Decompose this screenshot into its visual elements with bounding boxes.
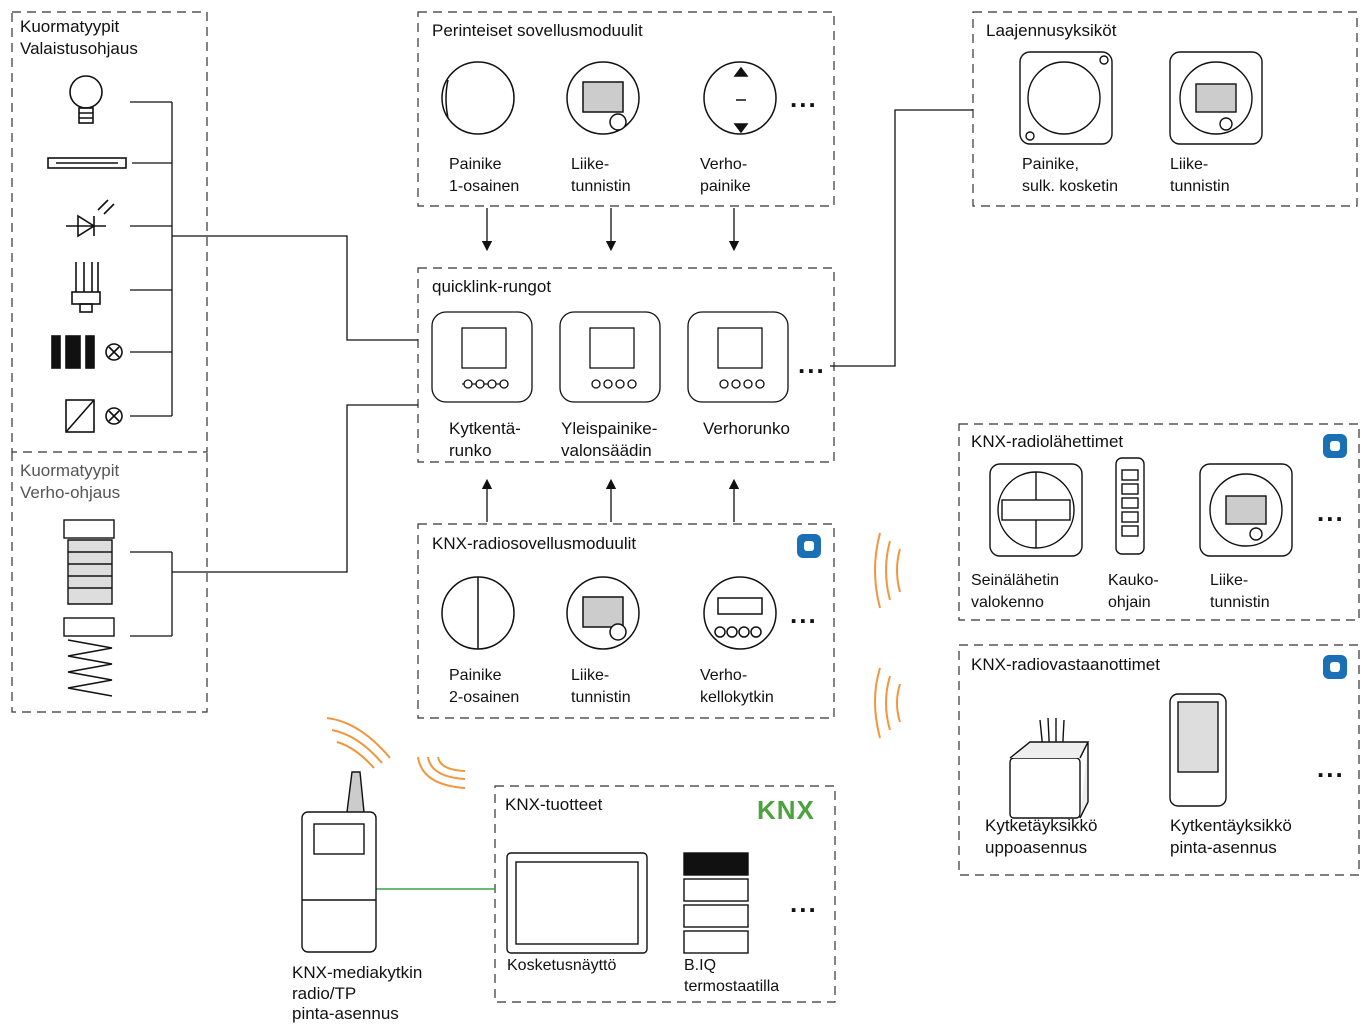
halogen-tube-icon bbox=[48, 158, 126, 168]
venetian-blind-icon bbox=[64, 520, 114, 604]
traditional-item-3b: painike bbox=[700, 176, 751, 198]
radio-motion-sensor-icon bbox=[567, 577, 639, 649]
electronic-transformer-icon bbox=[66, 400, 122, 432]
media-coupler-icon bbox=[302, 772, 376, 952]
transmitters-more: ... bbox=[1317, 502, 1345, 522]
flush-actuator-icon bbox=[1010, 718, 1088, 818]
biq-thermostat-icon bbox=[684, 853, 748, 953]
media-coupler-line1: KNX-mediakytkin bbox=[292, 962, 422, 984]
switch-insert-icon bbox=[432, 312, 532, 402]
knx-products-item-2: B.IQ bbox=[684, 955, 716, 977]
bulb-icon bbox=[70, 76, 102, 123]
quicklink-title: quicklink-rungot bbox=[432, 276, 551, 298]
quicklink-logo-transmitters bbox=[1323, 434, 1347, 458]
blinds-bus bbox=[130, 405, 418, 636]
knx-products-item-1: Kosketusnäyttö bbox=[507, 955, 616, 977]
quicklink-item-1b: runko bbox=[449, 440, 492, 462]
touch-display-icon bbox=[507, 853, 647, 953]
push-button-2gang-icon bbox=[442, 577, 514, 649]
led-icon bbox=[66, 200, 114, 236]
traditional-item-2: Liike- bbox=[571, 154, 609, 176]
quicklink-item-2b: valonsäädin bbox=[561, 440, 652, 462]
radio-modules-title: KNX-radiosovellusmoduulit bbox=[432, 533, 636, 555]
quicklink-logo-radio-modules bbox=[797, 534, 821, 558]
traditional-item-2b: tunnistin bbox=[571, 176, 631, 198]
radio-transmitter-motion-sensor-icon bbox=[1200, 464, 1292, 556]
transmitters-item-2: Kauko- bbox=[1108, 570, 1159, 592]
receivers-item-2b: pinta-asennus bbox=[1170, 837, 1277, 859]
extensions-item-2: Liike- bbox=[1170, 154, 1208, 176]
frame-load-lighting bbox=[12, 12, 207, 452]
radio-modules-item-2: Liike- bbox=[571, 665, 609, 687]
motion-sensor-icon bbox=[567, 62, 639, 134]
quicklink-more: ... bbox=[798, 354, 826, 374]
radio-modules-item-1b: 2-osainen bbox=[449, 687, 519, 709]
radio-modules-item-1: Painike bbox=[449, 665, 501, 687]
transformer-lamp-icon bbox=[52, 336, 122, 368]
radio-modules-more: ... bbox=[790, 604, 818, 624]
quicklink-item-2: Yleispainike- bbox=[561, 418, 657, 440]
dimmer-insert-icon bbox=[560, 312, 660, 402]
lighting-bus bbox=[130, 102, 418, 416]
media-coupler-line3: pinta-asennus bbox=[292, 1003, 399, 1025]
traditional-more: ... bbox=[790, 88, 818, 108]
transmitters-item-2b: ohjain bbox=[1108, 592, 1151, 614]
lighting-title-1: Kuormatyypit bbox=[20, 16, 119, 38]
extensions-item-1: Painike, bbox=[1022, 154, 1079, 176]
wall-transmitter-icon bbox=[990, 464, 1082, 556]
extension-motion-sensor-icon bbox=[1170, 52, 1262, 144]
quicklink-item-1: Kytkentä- bbox=[449, 418, 521, 440]
transmitters-item-3b: tunnistin bbox=[1210, 592, 1270, 614]
extensions-item-1b: sulk. kosketin bbox=[1022, 176, 1118, 198]
traditional-title: Perinteiset sovellusmoduulit bbox=[432, 20, 643, 42]
blind-insert-icon bbox=[688, 312, 788, 402]
receivers-item-1: Kytketäyksikkö bbox=[985, 815, 1097, 837]
extensions-title: Laajennusyksiköt bbox=[986, 20, 1116, 42]
blind-timer-icon bbox=[704, 577, 776, 649]
knx-products-item-2b: termostaatilla bbox=[684, 976, 779, 998]
radio-modules-item-3b: kellokytkin bbox=[700, 687, 774, 709]
receivers-more: ... bbox=[1317, 758, 1345, 778]
transmitters-item-1b: valokenno bbox=[971, 592, 1044, 614]
receivers-item-2: Kytkentäyksikkö bbox=[1170, 815, 1292, 837]
remote-control-icon bbox=[1116, 458, 1144, 554]
extensions-item-2b: tunnistin bbox=[1170, 176, 1230, 198]
traditional-item-3: Verho- bbox=[700, 154, 747, 176]
lighting-title-2: Valaistusohjaus bbox=[20, 38, 138, 60]
media-coupler-line2: radio/TP bbox=[292, 983, 356, 1005]
radio-modules-item-3: Verho- bbox=[700, 665, 747, 687]
push-button-1gang-icon bbox=[442, 62, 514, 134]
blind-button-icon bbox=[704, 62, 776, 134]
receivers-item-1b: uppoasennus bbox=[985, 837, 1087, 859]
extension-button-icon bbox=[1020, 52, 1112, 144]
blinds-title-2: Verho-ohjaus bbox=[20, 482, 120, 504]
knx-logo: KNX bbox=[757, 799, 815, 821]
blinds-title-1: Kuormatyypit bbox=[20, 460, 119, 482]
transmitters-title: KNX-radiolähettimet bbox=[971, 431, 1123, 453]
knx-products-more: ... bbox=[790, 893, 818, 913]
quicklink-logo-receivers bbox=[1323, 655, 1347, 679]
radio-modules-item-2b: tunnistin bbox=[571, 687, 631, 709]
traditional-item-1: Painike bbox=[449, 154, 501, 176]
cfl-lamp-icon bbox=[72, 262, 100, 312]
pleated-blind-icon bbox=[64, 618, 114, 696]
surface-actuator-icon bbox=[1170, 694, 1226, 806]
transmitters-item-3: Liike- bbox=[1210, 570, 1248, 592]
knx-products-title: KNX-tuotteet bbox=[505, 794, 602, 816]
transmitters-item-1: Seinälähetin bbox=[971, 570, 1059, 592]
traditional-item-1b: 1-osainen bbox=[449, 176, 519, 198]
receivers-title: KNX-radiovastaanottimet bbox=[971, 654, 1160, 676]
quicklink-item-3: Verhorunko bbox=[703, 418, 790, 440]
radio-waves bbox=[327, 533, 900, 788]
